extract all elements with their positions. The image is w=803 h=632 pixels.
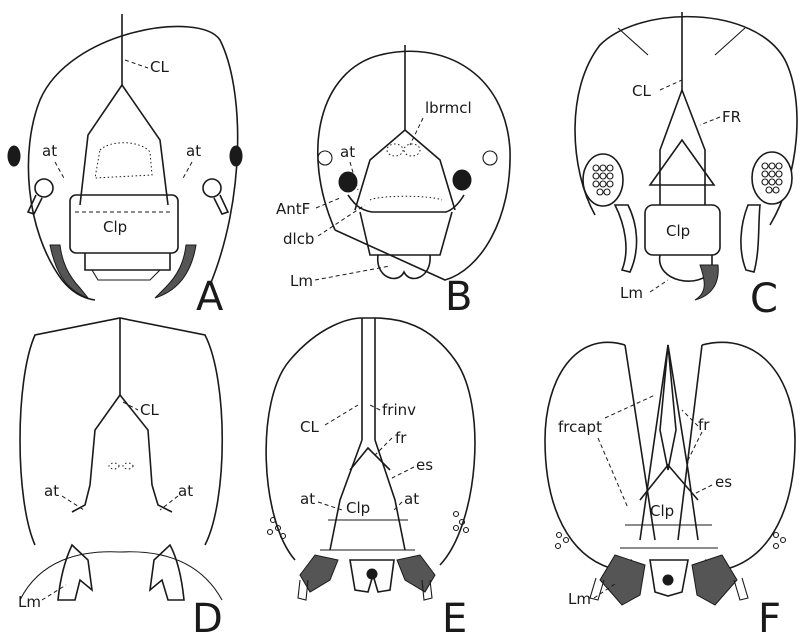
label-frcapt-f: frcapt xyxy=(558,418,602,436)
label-clp-e: Clp xyxy=(346,499,370,517)
panel-d: CL at at Lm D xyxy=(18,318,223,632)
label-fr-f: fr xyxy=(698,416,710,434)
antenna-right xyxy=(741,205,760,272)
label-lm-b: Lm xyxy=(290,272,313,290)
mandible-left xyxy=(600,555,645,605)
labrum xyxy=(85,253,170,270)
label-at-left-a: at xyxy=(42,142,57,160)
panel-e: CL frinv fr es at at Clp E xyxy=(266,318,475,632)
label-fr-c: FR xyxy=(722,108,741,126)
panel-letter-f: F xyxy=(758,596,781,632)
panel-letter-d: D xyxy=(192,596,223,632)
head-capsule-right xyxy=(702,342,795,568)
antenna-left xyxy=(615,205,637,272)
mandible-left xyxy=(300,555,338,592)
label-at-left-e: at xyxy=(300,490,315,508)
label-clp-c: Clp xyxy=(666,222,690,240)
eye-left xyxy=(583,154,623,206)
label-lm-d: Lm xyxy=(18,593,41,611)
frontal-sutures xyxy=(660,90,705,205)
eye-right xyxy=(230,146,242,166)
eye-left xyxy=(8,146,20,166)
panel-letter-c: C xyxy=(750,276,778,322)
label-es-f: es xyxy=(715,473,732,491)
mandible-right xyxy=(692,555,737,605)
head-capsule-outline xyxy=(20,318,222,545)
clypeus xyxy=(360,212,452,255)
head-capsule-outline xyxy=(318,51,510,280)
eye-right xyxy=(453,170,471,190)
panel-letter-a: A xyxy=(196,274,224,320)
label-cl-e: CL xyxy=(300,418,319,436)
label-at-right-d: at xyxy=(178,482,193,500)
panel-c: CL FR Clp Lm C xyxy=(575,12,797,322)
frontal-sutures xyxy=(80,85,168,205)
label-at-left-d: at xyxy=(44,482,59,500)
label-at-right-e: at xyxy=(404,490,419,508)
label-at-right-a: at xyxy=(186,142,201,160)
label-frinv-e: frinv xyxy=(382,401,416,419)
label-clp-f: Clp xyxy=(650,502,674,520)
frontal-sutures xyxy=(330,440,405,550)
label-cl-d: CL xyxy=(140,401,159,419)
label-lm-c: Lm xyxy=(620,284,643,302)
panel-f: frcapt fr es Clp Lm F xyxy=(545,342,795,632)
eye-right xyxy=(752,152,792,204)
label-at-b: at xyxy=(340,143,355,161)
label-cl-c: CL xyxy=(632,82,651,100)
eye-left xyxy=(339,172,357,192)
label-cl-a: CL xyxy=(150,58,169,76)
antenna-socket-left xyxy=(35,179,53,197)
frontal-sutures xyxy=(355,130,455,210)
panel-letter-b: B xyxy=(445,274,472,320)
label-dlcb-b: dlcb xyxy=(283,230,314,248)
panel-b: lbrmcl at AntF dlcb Lm B xyxy=(276,45,510,320)
label-fr-e: fr xyxy=(395,429,407,447)
panel-letter-e: E xyxy=(442,596,467,632)
head-capsule-outline xyxy=(266,318,475,565)
label-es-e: es xyxy=(416,456,433,474)
label-clp-a: Clp xyxy=(103,218,127,236)
mandible xyxy=(695,265,718,300)
antenna-socket-right xyxy=(203,179,221,197)
head-capsule-left xyxy=(545,342,632,568)
panel-a: CL at at Clp A xyxy=(8,14,242,320)
label-antf-b: AntF xyxy=(276,200,310,218)
mandible-right xyxy=(397,555,435,592)
label-lbrmcl-b: lbrmcl xyxy=(425,99,472,117)
label-lm-f: Lm xyxy=(568,590,591,608)
